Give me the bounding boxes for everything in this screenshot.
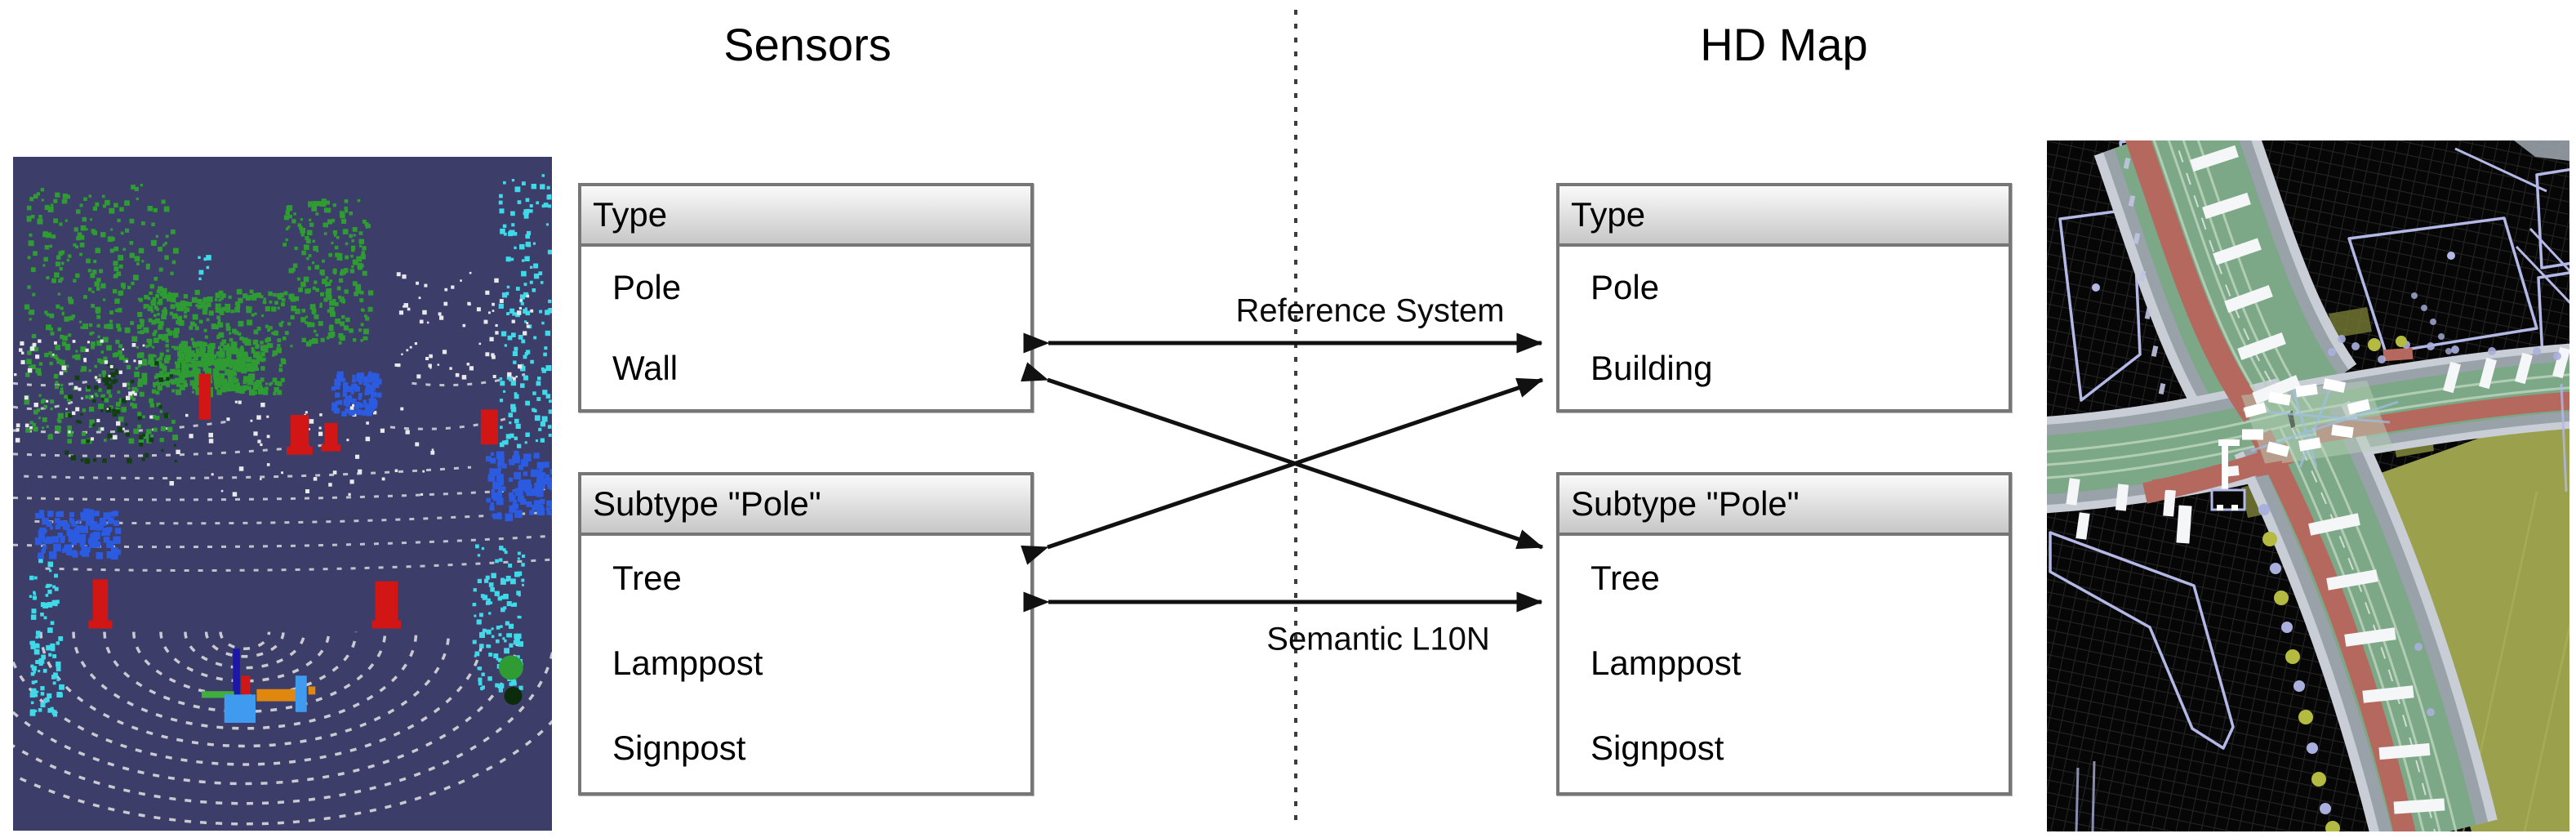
sensors-subtype-table-header: Subtype "Pole" [581,475,1030,536]
hdmap-subtype-table-header: Subtype "Pole" [1559,475,2009,536]
sensors-type-table: Type Pole Wall [578,183,1034,412]
sensors-type-table-header: Type [581,186,1030,247]
table-row: Pole [612,267,682,306]
lidar-point-cloud-image [13,157,552,831]
table-row: Signpost [612,729,746,767]
hdmap-type-table-header: Type [1559,186,2009,247]
table-row: Pole [1591,267,1660,306]
table-row: Building [1591,348,1713,387]
table-row: Lamppost [1591,644,1742,682]
reference-system-label: Reference System [1235,292,1505,329]
sensors-column-title: Sensors [723,19,892,70]
table-row: Lamppost [612,644,763,682]
hdmap-type-table: Type Pole Building [1556,183,2012,412]
semantic-l10n-label: Semantic L10N [1266,621,1490,657]
table-row: Tree [612,559,682,597]
sensors-subtype-table: Subtype "Pole" Tree Lamppost Signpost [578,472,1034,796]
hdmap-column-title: HD Map [1700,19,1868,70]
table-row: Wall [612,348,678,387]
table-row: Signpost [1591,729,1724,767]
hd-map-image [2047,140,2569,831]
center-divider-dotted-line [1294,10,1297,823]
hdmap-subtype-table: Subtype "Pole" Tree Lamppost Signpost [1556,472,2012,796]
table-row: Tree [1591,559,1660,597]
